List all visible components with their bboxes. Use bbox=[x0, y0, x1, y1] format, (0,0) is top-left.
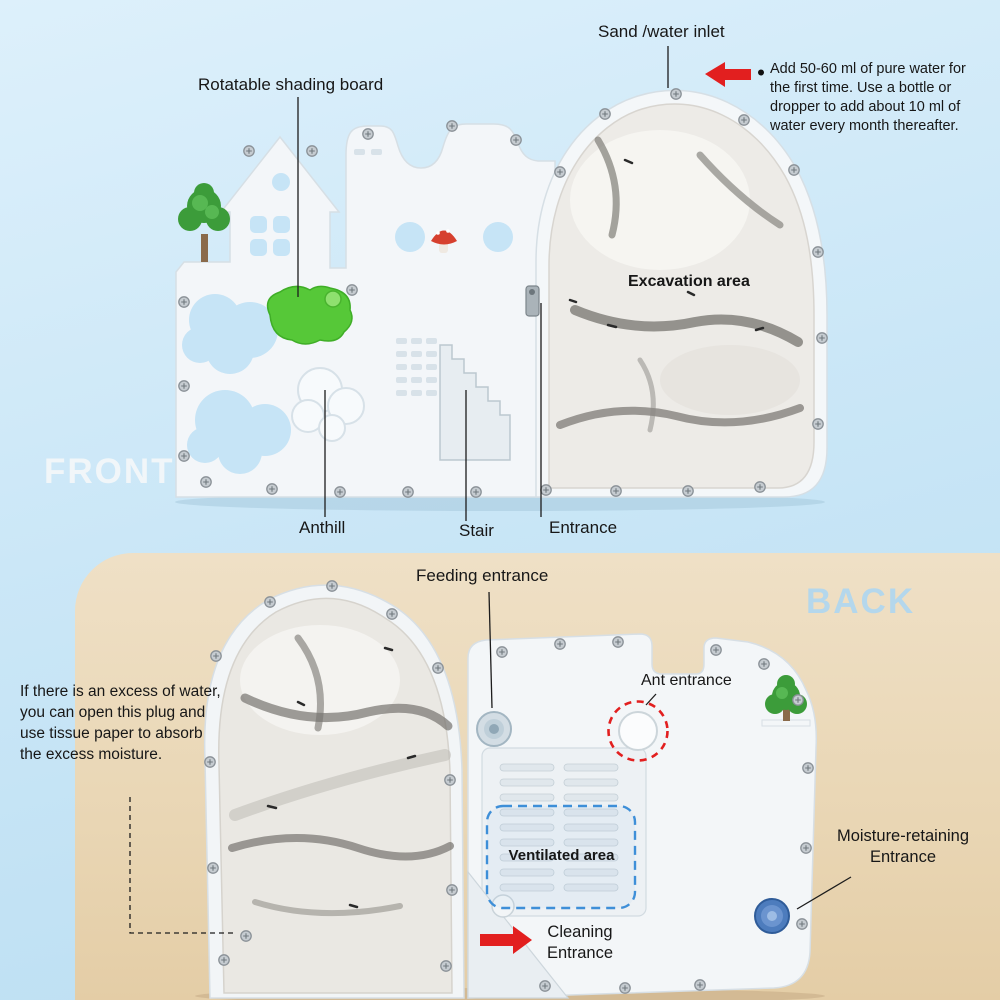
front-view-illustration bbox=[175, 88, 828, 511]
sand-water-inlet-label: Sand /water inlet bbox=[598, 22, 725, 41]
entrance-label: Entrance bbox=[549, 518, 618, 537]
moisture-label-line2: Entrance bbox=[869, 847, 937, 866]
leader-line-excess-water bbox=[129, 797, 235, 934]
moisture-retaining-entrance-label: Moisture-retaining Entrance bbox=[812, 826, 994, 867]
cleaning-entrance-label-line1: Cleaning bbox=[547, 923, 613, 941]
front-tree bbox=[178, 183, 230, 262]
stair-label: Stair bbox=[459, 521, 494, 540]
feeding-entrance-label: Feeding entrance bbox=[416, 566, 549, 585]
ant-entrance-marker bbox=[607, 700, 669, 762]
ant-entrance-hole bbox=[618, 711, 658, 751]
back-view-label: BACK bbox=[806, 582, 916, 621]
house-windows bbox=[250, 173, 290, 256]
ventilated-area-marker bbox=[485, 804, 637, 910]
drain-plug bbox=[754, 898, 790, 934]
water-instruction-note: Add 50-60 ml of pure water for the first… bbox=[770, 61, 966, 135]
shading-board bbox=[266, 285, 353, 345]
anthill-area bbox=[291, 367, 365, 442]
ant-entrance-label: Ant entrance bbox=[641, 672, 732, 689]
water-inlet-arrow-icon bbox=[705, 62, 751, 87]
cleaning-entrance-label: Cleaning Entrance bbox=[536, 922, 624, 963]
entrance-latch bbox=[525, 285, 540, 317]
leader-line-moisture bbox=[796, 876, 852, 910]
leader-line-ant-entrance bbox=[645, 693, 657, 706]
mushroom-icon bbox=[431, 229, 457, 253]
back-view-illustration bbox=[195, 580, 825, 1000]
ramp-knob bbox=[491, 894, 515, 918]
excess-water-note: If there is an excess of water, you can … bbox=[20, 683, 221, 763]
leader-lines bbox=[129, 46, 852, 934]
staircase bbox=[439, 344, 511, 461]
excavation-area-label: Excavation area bbox=[628, 273, 750, 290]
ventilated-area-label: Ventilated area bbox=[508, 847, 615, 864]
feeding-entrance-port bbox=[476, 711, 512, 747]
anthill-label: Anthill bbox=[299, 518, 346, 537]
sand-texture-back bbox=[228, 625, 454, 917]
front-top-cutouts bbox=[354, 149, 513, 252]
cloud-cavities bbox=[182, 294, 291, 474]
shading-board-label: Rotatable shading board bbox=[198, 75, 384, 94]
moisture-label-line1: Moisture-retaining bbox=[836, 827, 970, 845]
note-bullet bbox=[758, 69, 764, 76]
ants-back bbox=[266, 646, 417, 909]
sand-texture-front bbox=[556, 130, 804, 433]
ants-front bbox=[568, 158, 765, 332]
front-view-label: FRONT bbox=[44, 452, 175, 491]
leader-line-feeding bbox=[488, 591, 493, 709]
cleaning-arrow-icon bbox=[480, 926, 532, 954]
cleaning-entrance-label-line2: Entrance bbox=[546, 943, 614, 962]
